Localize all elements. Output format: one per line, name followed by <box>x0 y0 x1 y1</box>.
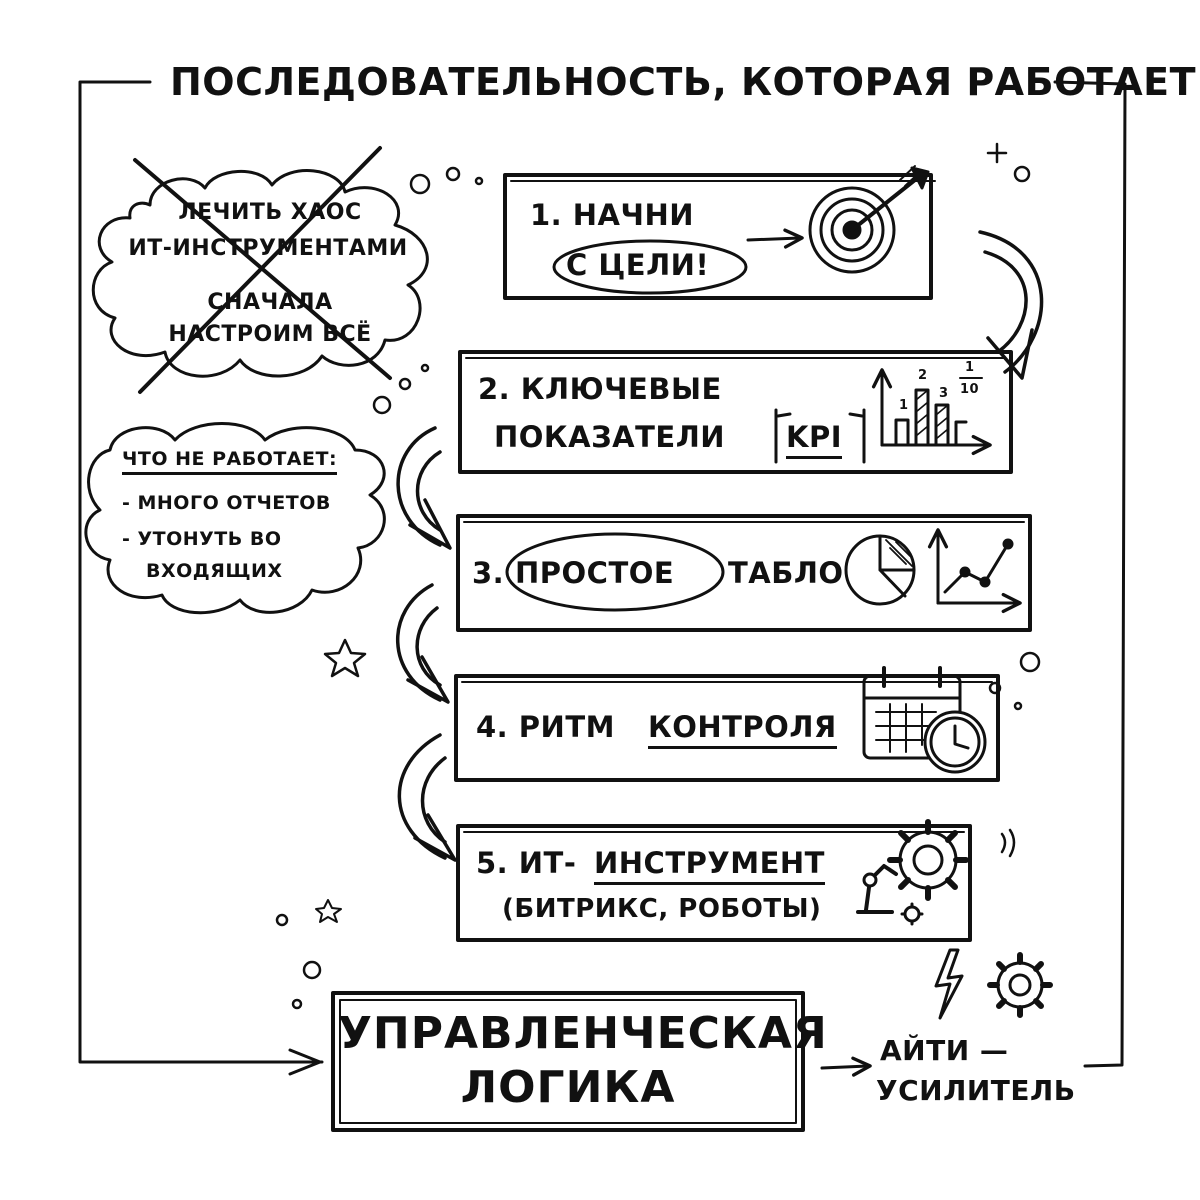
target-icon <box>808 165 930 274</box>
not-working-cloud <box>84 422 386 615</box>
amplifier-line-1: АЙТИ — <box>880 1034 1009 1067</box>
step-2-line-2: ПОКАЗАТЕЛИ <box>494 420 726 454</box>
fraction-denominator: 10 <box>960 382 980 397</box>
not-working-heading: ЧТО НЕ РАБОТАЕТ: <box>122 448 338 475</box>
step-box-1 <box>503 173 936 300</box>
step-1-line-2: С ЦЕЛИ! <box>566 248 710 282</box>
small-gear-icon <box>987 952 1053 1018</box>
diagram-title: ПОСЛЕДОВАТЕЛЬНОСТЬ, КОТОРАЯ РАБОТАЕТ <box>170 60 1197 104</box>
kpi-bracket <box>774 408 866 464</box>
flow-arrows <box>396 230 1044 862</box>
line-chart-icon <box>927 528 1022 614</box>
lightning-icon <box>934 948 964 1020</box>
step-box-5 <box>456 824 972 942</box>
outer-frame <box>78 80 1127 1076</box>
step-box-2 <box>458 350 1013 474</box>
step-5-underlined: ИНСТРУМЕНТ <box>594 846 825 885</box>
goal-arrow <box>746 228 804 249</box>
step-5-prefix: 5. ИТ- <box>476 846 577 880</box>
amplifier-line-2: УСИЛИТЕЛЬ <box>876 1074 1076 1107</box>
decorative-doodles <box>275 142 1041 1010</box>
calendar-clock-icon <box>862 666 987 774</box>
crossed-cloud <box>91 146 429 394</box>
goal-highlight-ellipse <box>552 239 748 295</box>
step-3-number: 3. <box>472 556 505 590</box>
step-4-underlined: КОНТРОЛЯ <box>648 710 837 749</box>
step-3-rest: ТАБЛО <box>728 556 844 590</box>
simple-highlight-ellipse <box>505 532 725 612</box>
not-working-item-1: - МНОГО ОТЧЕТОВ <box>122 492 331 514</box>
step-5-line-2: (БИТРИКС, РОБОТЫ) <box>502 894 822 924</box>
final-line-1: УПРАВЛЕНЧЕСКАЯ <box>338 1008 828 1059</box>
crossed-cloud-line-2: ИТ-ИНСТРУМЕНТАМИ <box>128 236 408 261</box>
step-3-highlight: ПРОСТОЕ <box>515 556 675 590</box>
gear-robot-icon <box>856 819 969 926</box>
chart-label-2: 2 <box>918 368 928 383</box>
final-line-2: ЛОГИКА <box>460 1062 676 1113</box>
pie-chart-icon <box>844 534 916 606</box>
chart-label-1: 1 <box>899 398 909 413</box>
final-box <box>331 991 805 1132</box>
fraction-numerator: 1 <box>965 360 975 375</box>
bar-chart-icon <box>871 368 992 456</box>
step-box-3 <box>456 514 1032 632</box>
kpi-label: KPI <box>786 420 843 459</box>
step-4-prefix: 4. РИТМ <box>476 710 615 744</box>
crossed-cloud-line-3: СНАЧАЛА <box>207 290 333 315</box>
crossed-cloud-line-1: ЛЕЧИТЬ ХАОС <box>178 200 362 225</box>
step-2-line-1: 2. КЛЮЧЕВЫЕ <box>478 372 722 406</box>
amplifier-arrow <box>820 1056 872 1077</box>
not-working-item-2: - УТОНУТЬ ВО <box>122 528 282 550</box>
not-working-item-3: ВХОДЯЩИХ <box>146 560 283 582</box>
chart-label-3: 3 <box>939 386 949 401</box>
crossed-cloud-line-4: НАСТРОИМ ВСЁ <box>168 322 372 347</box>
step-box-4 <box>454 674 1000 782</box>
step-1-line-1: 1. НАЧНИ <box>530 198 694 232</box>
